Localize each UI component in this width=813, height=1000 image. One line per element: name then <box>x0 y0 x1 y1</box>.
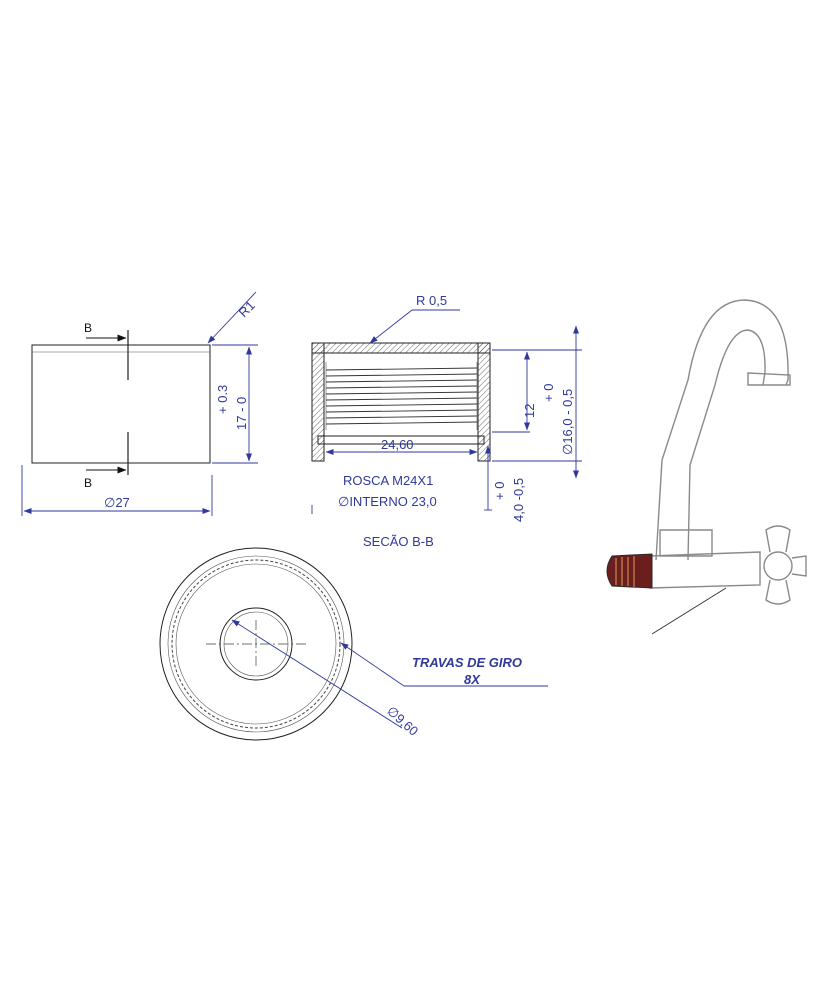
radius-label: R1 <box>236 298 258 320</box>
faucet-pointer-line <box>651 587 727 635</box>
bore-tolerance: + 0 <box>541 384 556 402</box>
bore-value: ∅16,0 - 0,5 <box>560 389 575 455</box>
section-top-wall <box>311 342 491 354</box>
hole-dim-value: ∅9,60 <box>384 703 421 739</box>
travas-leader-diag <box>340 642 405 687</box>
base-tolerance: + 0 <box>492 482 507 500</box>
faucet-inlet <box>606 553 653 589</box>
faucet-spout-inner <box>687 329 766 561</box>
front-ring-3 <box>175 563 337 725</box>
travas-count: 8X <box>464 672 481 687</box>
faucet-body <box>649 551 761 589</box>
faucet-handle-bottom <box>765 579 791 605</box>
height-tolerance: + 0.3 <box>215 385 230 414</box>
internal-diameter-note: ∅INTERNO 23,0 <box>338 494 437 509</box>
side-view: B B R1 + 0.3 17 - 0 ∅27 <box>21 291 258 516</box>
travas-note: TRAVAS DE GIRO <box>412 655 522 670</box>
section-caption: SECÃO B-B <box>363 534 434 549</box>
diameter-value: ∅27 <box>104 495 130 510</box>
thread-lines <box>325 367 478 425</box>
faucet-handle-hub <box>763 551 793 581</box>
section-label-bottom: B <box>84 476 92 490</box>
front-ring-2 <box>171 559 341 729</box>
section-radius-label: R 0,5 <box>416 293 447 308</box>
front-outer-circle <box>159 547 353 741</box>
radius-leader <box>207 291 257 344</box>
section-view: R 0,5 24,60 12 + 0 ∅16,0 - 0,5 + 0 4,0 -… <box>311 293 582 549</box>
depth-value: 12 <box>522 404 537 418</box>
faucet-handle-side <box>791 555 807 577</box>
front-view: ∅9,60 TRAVAS DE GIRO 8X <box>159 547 548 741</box>
thread-note: ROSCA M24X1 <box>343 473 433 488</box>
faucet-spout-outer <box>655 299 789 561</box>
base-value: 4,0 -0,5 <box>511 478 526 522</box>
section-label-top: B <box>84 321 92 335</box>
section-radius-leader <box>369 309 413 344</box>
faucet-illustration <box>606 299 807 635</box>
faucet-inlet-threads <box>615 556 635 587</box>
hole-dim-leader <box>231 619 403 729</box>
faucet-handle-top <box>765 525 791 553</box>
faucet-spout-tip <box>747 372 791 386</box>
inner-width-value: 24,60 <box>381 437 414 452</box>
faucet-collar <box>659 529 713 557</box>
section-base-lip <box>317 435 485 445</box>
height-value: 17 - 0 <box>234 397 249 430</box>
side-view-body <box>31 344 211 464</box>
